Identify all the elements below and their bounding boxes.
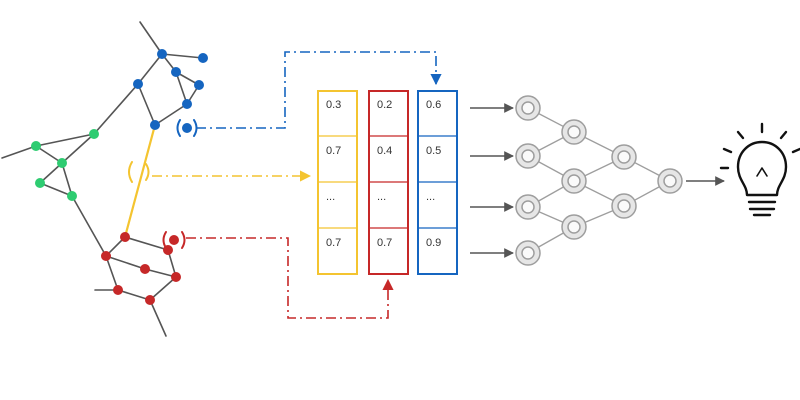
nn-node [611,193,637,219]
green-node-group [31,129,99,201]
graph-node [169,235,179,245]
graph-node [31,141,41,151]
vector-cell: 0.6 [426,99,441,111]
graph-node [120,232,130,242]
graph-node [101,251,111,261]
lightbulb-icon [719,122,800,217]
graph-node [113,285,123,295]
nn-node [561,214,587,240]
graph-node [157,49,167,59]
graph-node [194,80,204,90]
graph-node [57,158,67,168]
nn-edges [527,107,671,254]
vector-cell: ... [326,191,335,203]
blue-connector [196,51,442,129]
vector-cell: 0.4 [377,145,392,157]
yellow-bond [123,124,157,238]
red-signal-icon [162,231,186,249]
vector-cell: 0.7 [377,237,392,249]
vector-cell: 0.9 [426,237,441,249]
graph-node [140,264,150,274]
nn-node [515,143,541,169]
blue-node-group [133,49,208,133]
yellow-signal-icon [128,161,150,183]
nn-node [515,194,541,220]
nn-node [611,144,637,170]
vector-cell: ... [426,191,435,203]
blue-feature-vector: 0.6 0.5 ... 0.9 [417,90,458,275]
graph-node [133,79,143,89]
vector-cell: 0.7 [326,237,341,249]
vector-cell: 0.2 [377,99,392,111]
vector-cell: ... [377,191,386,203]
molecular-graph [1,21,208,337]
nn-node [515,95,541,121]
vector-cell: 0.5 [426,145,441,157]
red-connector [186,237,394,319]
graph-node [171,67,181,77]
graph-node [35,178,45,188]
graph-node [145,295,155,305]
nn-node [561,119,587,145]
vector-cell: 0.7 [326,145,341,157]
graph-node [67,191,77,201]
graph-node [89,129,99,139]
vector-cell: 0.3 [326,99,341,111]
graph-node [150,120,160,130]
red-node-group [101,232,181,305]
nn-node [515,240,541,266]
graph-node [182,99,192,109]
nn-nodes [515,95,683,266]
nn-node [561,168,587,194]
red-feature-vector: 0.2 0.4 ... 0.7 [368,90,409,275]
nn-node [657,168,683,194]
input-arrows [470,103,514,258]
graph-node [171,272,181,282]
graph-node [182,123,192,133]
neural-network [515,95,683,266]
yellow-feature-vector: 0.3 0.7 ... 0.7 [317,90,358,275]
graph-node [198,53,208,63]
